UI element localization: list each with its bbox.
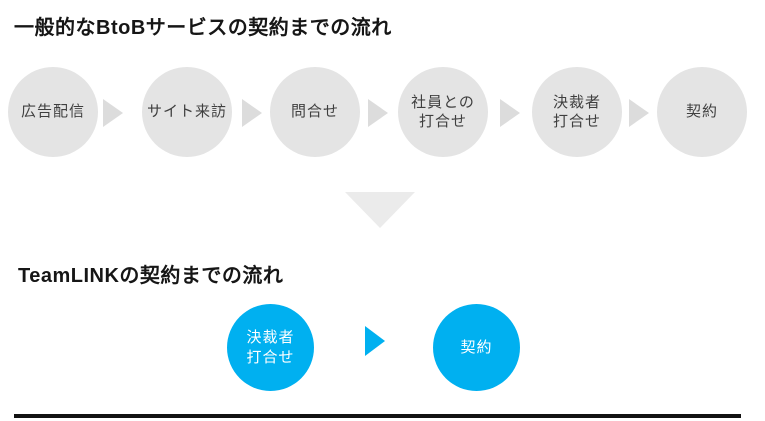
step-circle-employee-meeting: 社員との 打合せ — [398, 67, 488, 157]
arrow-right-icon — [368, 99, 388, 127]
arrow-down-icon — [345, 192, 415, 228]
step-label: 決裁者 打合せ — [246, 329, 295, 366]
step-label: 決裁者 打合せ — [552, 93, 601, 131]
step-label: 社員との 打合せ — [411, 93, 475, 131]
step-label: 広告配信 — [20, 103, 85, 121]
step-circle-decision-maker-meeting-teamlink: 決裁者 打合せ — [227, 304, 314, 391]
step-label: 契約 — [685, 103, 718, 121]
step-circle-contract-teamlink: 契約 — [433, 304, 520, 391]
arrow-right-icon — [500, 99, 520, 127]
step-label: 問合せ — [290, 103, 339, 121]
step-circle-site-visit: サイト来訪 — [142, 67, 232, 157]
footer-divider — [14, 414, 741, 418]
generic-flow-title: 一般的なBtoBサービスの契約までの流れ — [14, 17, 392, 39]
step-label: サイト来訪 — [146, 103, 227, 121]
teamlink-flow-title: TeamLINKの契約までの流れ — [18, 265, 284, 287]
arrow-right-icon — [629, 99, 649, 127]
step-circle-contract: 契約 — [657, 67, 747, 157]
arrow-right-icon — [365, 326, 385, 356]
step-label: 契約 — [460, 338, 493, 356]
step-circle-decision-maker-meeting: 決裁者 打合せ — [532, 67, 622, 157]
arrow-right-icon — [242, 99, 262, 127]
arrow-right-icon — [103, 99, 123, 127]
step-circle-ad-distribution: 広告配信 — [8, 67, 98, 157]
step-circle-inquiry: 問合せ — [270, 67, 360, 157]
